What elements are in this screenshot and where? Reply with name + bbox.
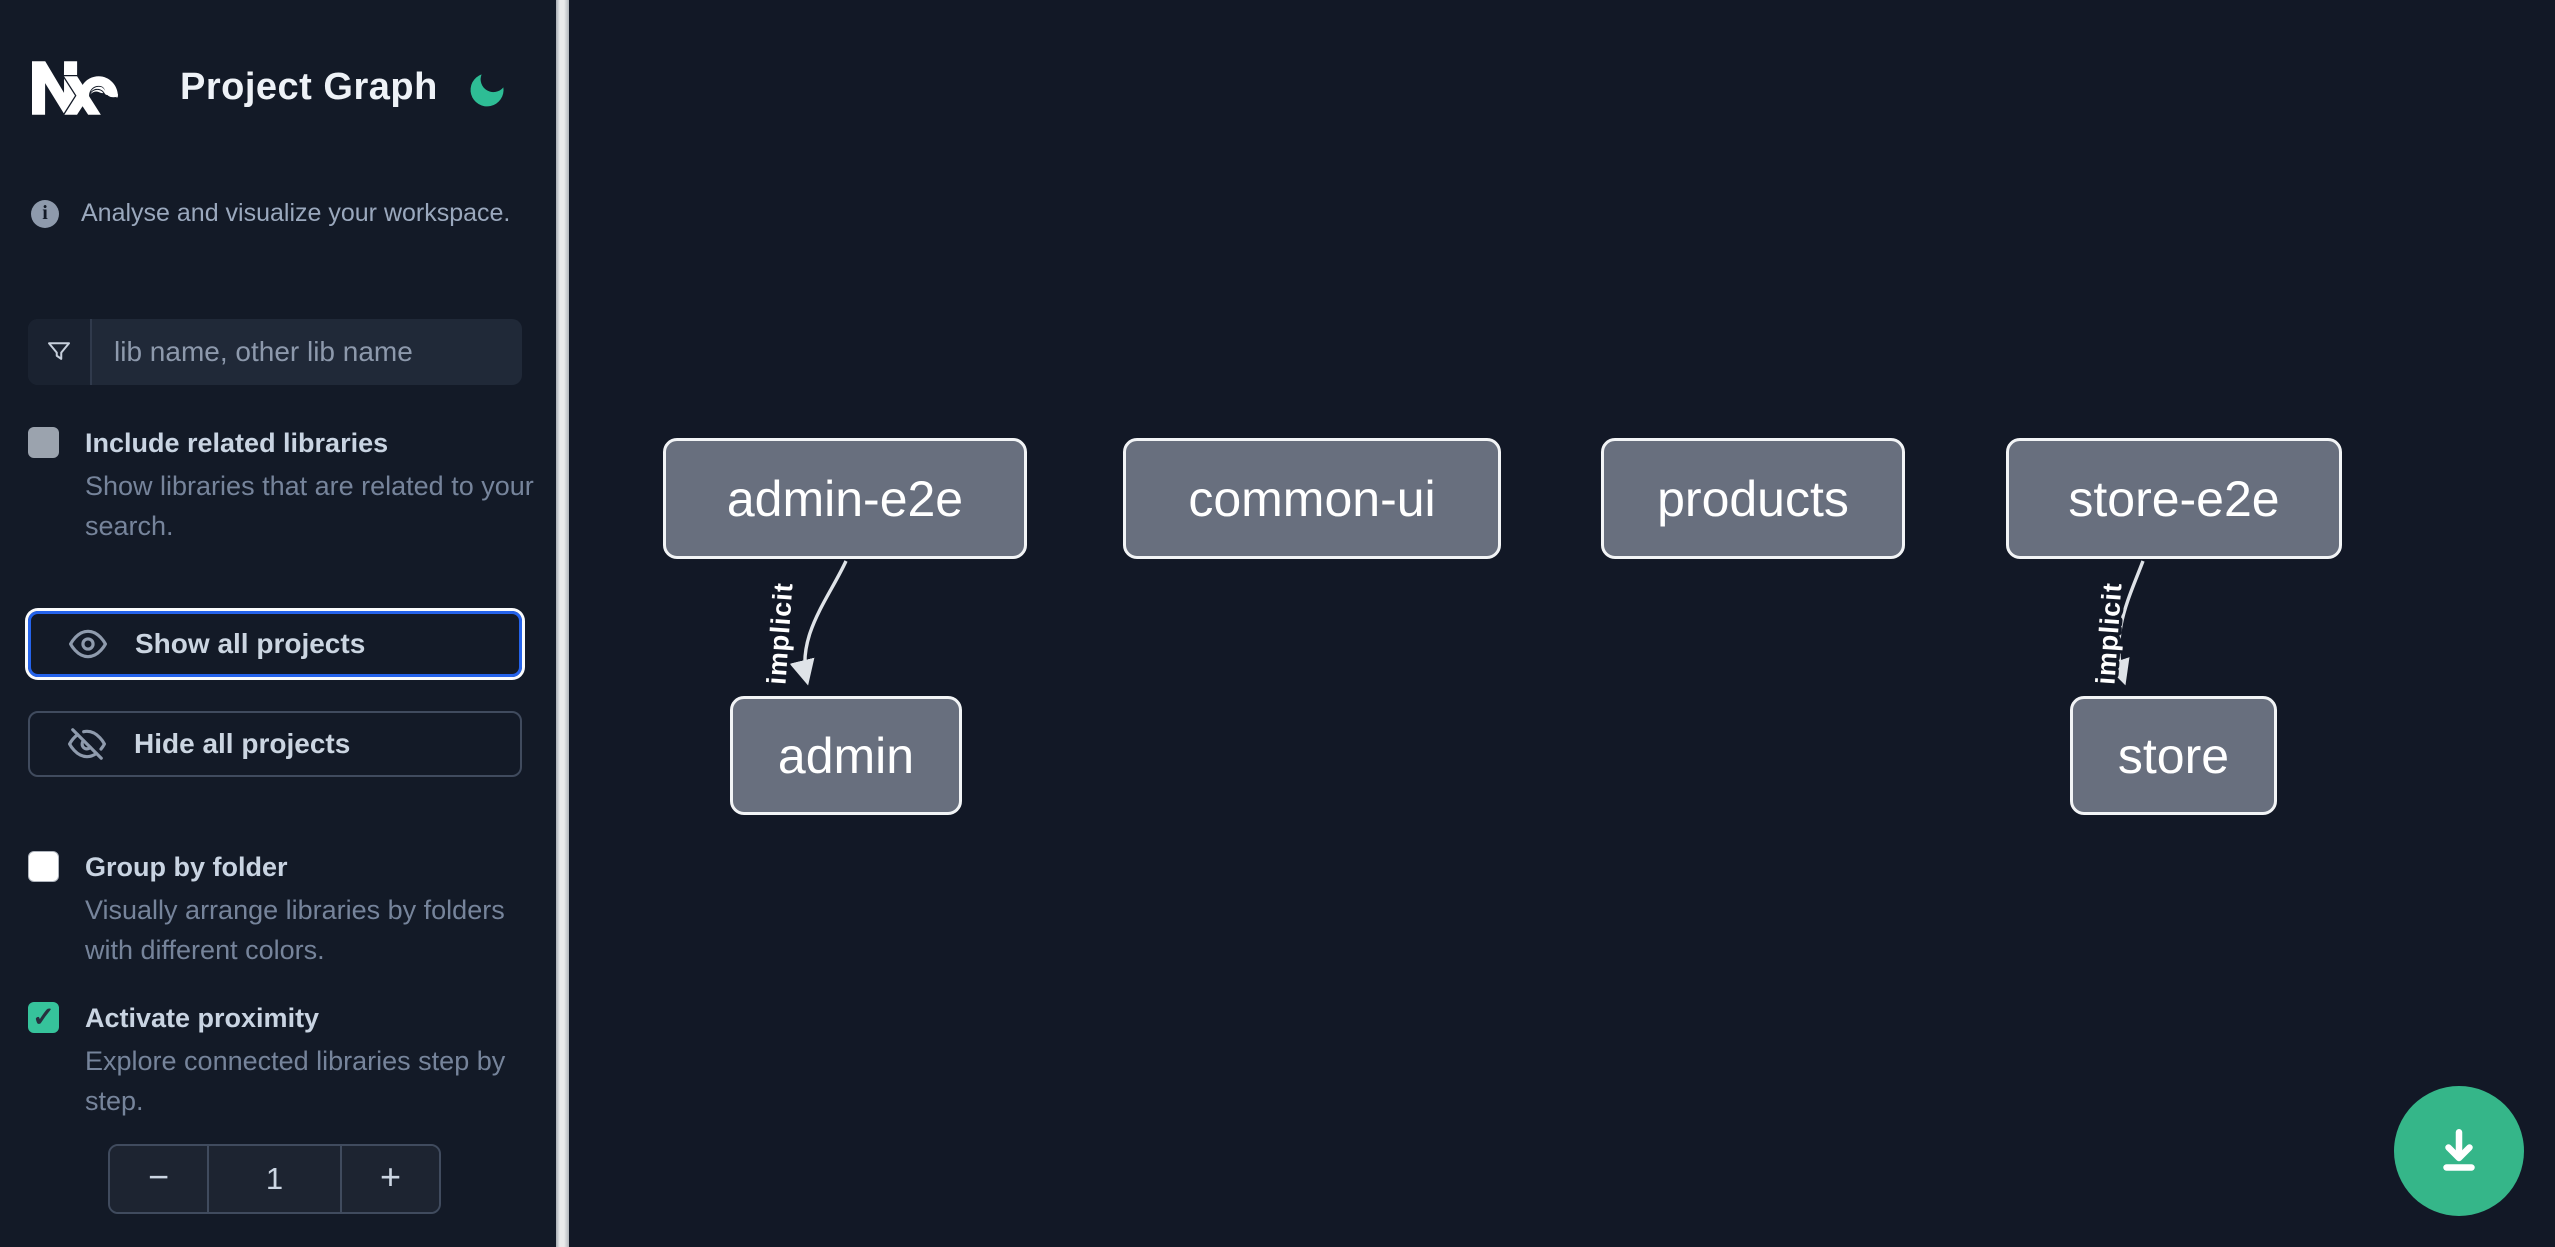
- show-all-projects-button[interactable]: Show all projects: [28, 611, 522, 677]
- moon-icon: [470, 73, 504, 106]
- filter-input[interactable]: [92, 319, 522, 385]
- workspace-tagline: Analyse and visualize your workspace.: [81, 199, 511, 227]
- include-related-checkbox[interactable]: [28, 427, 59, 458]
- edge-store-e2e-store: [2105, 560, 2145, 686]
- dark-mode-toggle[interactable]: [463, 67, 511, 115]
- edge-label-implicit[interactable]: implicit: [2087, 578, 2131, 689]
- activate-proximity-description: Explore connected libraries step by step…: [85, 1046, 506, 1116]
- activate-proximity-label[interactable]: Activate proximity: [85, 1003, 320, 1033]
- proximity-value: 1: [207, 1146, 342, 1212]
- download-icon: [2443, 1129, 2475, 1171]
- hide-all-projects-button[interactable]: Hide all projects: [28, 711, 522, 777]
- include-related-description: Show libraries that are related to your …: [85, 471, 534, 541]
- sidebar-scrollbar[interactable]: [556, 0, 569, 1247]
- check-icon: ✓: [32, 1002, 55, 1032]
- show-all-projects-label: Show all projects: [135, 628, 366, 659]
- activate-proximity-checkbox[interactable]: ✓: [28, 1002, 59, 1033]
- group-by-folder-label[interactable]: Group by folder: [85, 852, 288, 882]
- edge-label-implicit[interactable]: implicit: [758, 578, 802, 689]
- hide-all-projects-label: Hide all projects: [134, 728, 351, 759]
- graph-node-admin-e2e[interactable]: admin-e2e: [663, 438, 1027, 559]
- include-related-label[interactable]: Include related libraries: [85, 428, 389, 458]
- eye-off-icon: [68, 728, 106, 760]
- proximity-decrement-button[interactable]: −: [110, 1146, 207, 1212]
- nx-logo-icon: [32, 45, 118, 131]
- eye-icon: [69, 629, 107, 659]
- proximity-increment-button[interactable]: +: [342, 1146, 439, 1212]
- graph-node-products[interactable]: products: [1601, 438, 1905, 559]
- edge-admin-e2e-admin: [789, 560, 848, 686]
- info-icon: i: [31, 199, 59, 228]
- filter-box: [28, 319, 522, 385]
- graph-node-store[interactable]: store: [2070, 696, 2277, 815]
- filter-icon: [28, 319, 92, 385]
- graph-node-admin[interactable]: admin: [730, 696, 962, 815]
- sidebar: Project Graph i Analyse and visualize yo…: [0, 0, 556, 1247]
- download-graph-button[interactable]: [2394, 1086, 2524, 1216]
- group-by-folder-description: Visually arrange libraries by folders wi…: [85, 895, 505, 965]
- graph-node-store-e2e[interactable]: store-e2e: [2006, 438, 2342, 559]
- graph-node-common-ui[interactable]: common-ui: [1123, 438, 1501, 559]
- page-title: Project Graph: [180, 66, 438, 108]
- group-by-folder-checkbox[interactable]: [28, 851, 59, 882]
- workspace-tagline-row: i Analyse and visualize your workspace.: [31, 199, 510, 228]
- proximity-stepper: − 1 +: [108, 1144, 441, 1214]
